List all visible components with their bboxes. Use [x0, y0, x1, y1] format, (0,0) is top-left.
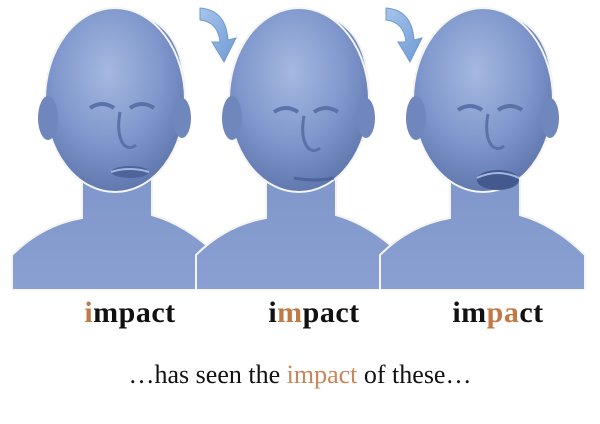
curved-arrow-icon: [385, 7, 423, 64]
curved-arrow-icon: [199, 7, 237, 64]
highlighted-letters: m: [277, 296, 303, 329]
example-sentence: …has seen the impact of these…: [128, 360, 472, 389]
left-eye: [272, 106, 300, 114]
left-ear: [222, 96, 242, 140]
right-eye: [128, 102, 156, 110]
upper-lip: [476, 172, 520, 179]
nose: [485, 113, 505, 150]
upper-lip: [110, 168, 150, 173]
left-eye: [88, 102, 116, 110]
caption-word-1: impact: [84, 296, 176, 329]
head-shape: [44, 7, 186, 193]
mouth: [111, 166, 149, 178]
nose: [301, 115, 321, 152]
right-eye: [312, 106, 340, 114]
right-ear: [541, 98, 559, 138]
sentence-highlight: impact: [286, 360, 358, 389]
caption-word-2: impact: [268, 296, 360, 329]
head-mesh-2: [195, 7, 402, 290]
left-ear: [38, 96, 58, 140]
left-ear: [406, 96, 426, 140]
mouth: [293, 176, 335, 182]
highlighted-letters: pa: [486, 296, 520, 329]
right-eye: [496, 104, 524, 112]
highlighted-letters: i: [84, 296, 94, 329]
head-mesh-3: [379, 7, 586, 290]
head-shape: [228, 7, 370, 193]
right-ear: [173, 98, 191, 138]
head-shape: [412, 7, 554, 193]
head-mesh-1: [11, 7, 218, 290]
left-eye: [456, 104, 484, 112]
caption-word-3: impact: [452, 296, 544, 329]
nose: [117, 111, 137, 149]
right-ear: [357, 98, 375, 138]
